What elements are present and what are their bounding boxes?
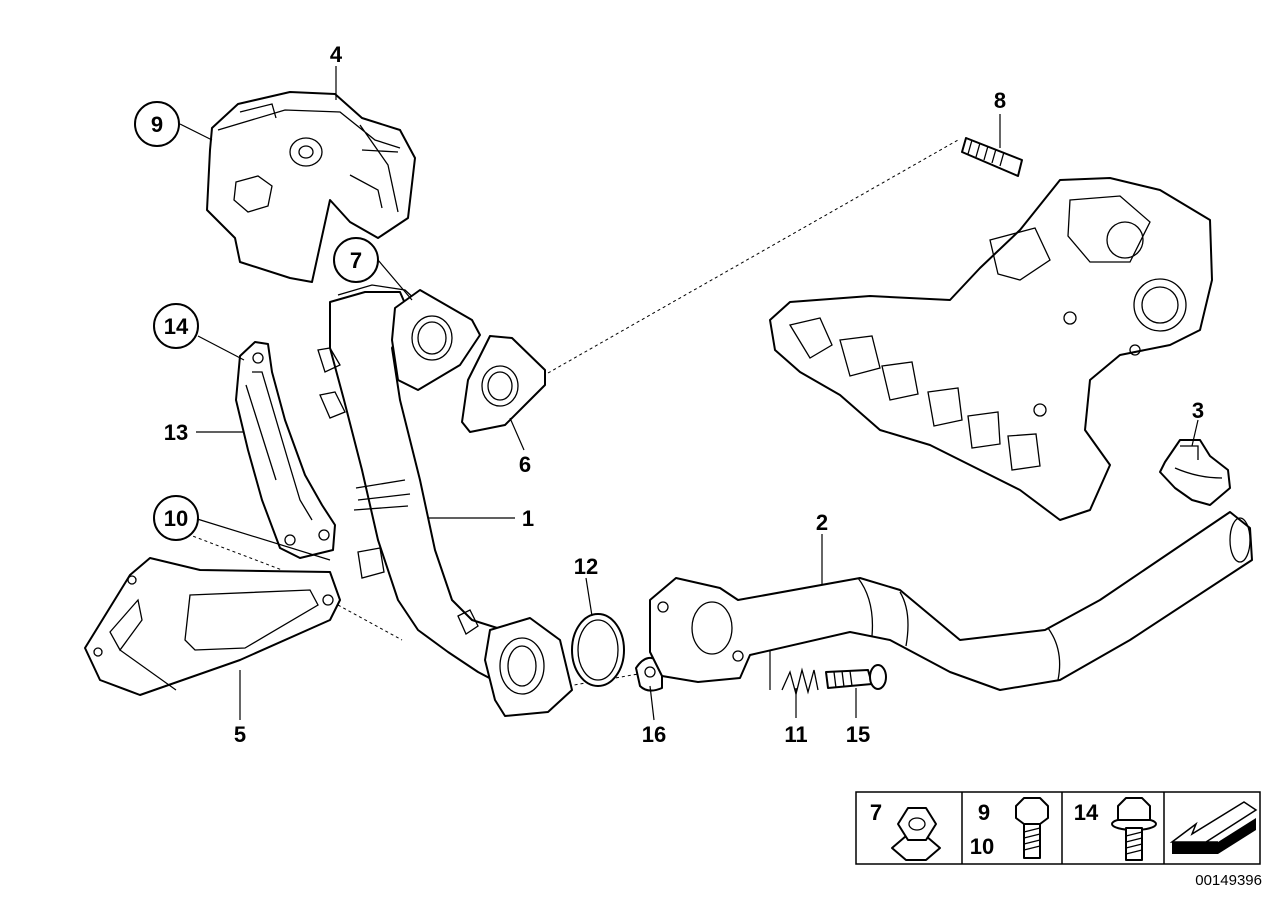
stud-part[interactable] <box>961 137 1023 177</box>
callout-6: 6 <box>519 452 531 477</box>
document-number: 00149396 <box>1195 872 1262 889</box>
rear-pipe-part[interactable] <box>649 511 1253 691</box>
pipe-flange-part[interactable] <box>391 289 481 391</box>
callout-2: 2 <box>816 510 828 535</box>
gusset-bracket-part[interactable] <box>84 557 341 696</box>
gasket-part[interactable] <box>461 335 546 433</box>
callout-4: 4 <box>330 42 343 67</box>
flange-bolt-icon <box>1111 797 1157 861</box>
callout-15: 15 <box>846 722 870 747</box>
leader-lines <box>119 66 1199 721</box>
spring-part[interactable] <box>781 667 819 697</box>
seal-ring-part[interactable] <box>571 613 625 687</box>
callout-11: 11 <box>784 722 807 747</box>
callout-8: 8 <box>994 88 1006 113</box>
spacer-part[interactable] <box>635 657 663 692</box>
flange-nut-icon <box>891 807 941 861</box>
bolt-part[interactable] <box>825 664 887 690</box>
fastener-legend: 7 9 10 14 <box>855 791 1261 865</box>
callout-labels: 1 2 3 4 5 6 7 8 9 10 11 12 13 14 15 16 <box>151 42 1204 747</box>
callout-7: 7 <box>350 248 362 273</box>
assembly-lines <box>181 139 959 691</box>
callout-circles <box>134 101 379 541</box>
callout-16: 16 <box>642 722 666 747</box>
callout-1: 1 <box>522 506 534 531</box>
legend-label-10: 10 <box>970 834 994 859</box>
callout-12: 12 <box>574 554 598 579</box>
forward-arrow-icon <box>1169 801 1258 854</box>
legend-label-7: 7 <box>870 800 882 825</box>
hex-bolt-icon <box>1015 797 1049 859</box>
legend-label-14: 14 <box>1074 800 1099 825</box>
callout-3: 3 <box>1192 398 1204 423</box>
callout-10: 10 <box>164 506 188 531</box>
exhaust-manifold-turbocharger <box>769 177 1213 521</box>
callout-5: 5 <box>234 722 246 747</box>
heat-shield-part[interactable] <box>206 91 416 283</box>
callout-9: 9 <box>151 112 163 137</box>
legend-label-9: 9 <box>978 800 990 825</box>
callout-13: 13 <box>164 420 188 445</box>
support-bracket-part[interactable] <box>235 341 336 559</box>
clamp-part[interactable] <box>1159 439 1231 506</box>
callout-14: 14 <box>164 314 189 339</box>
